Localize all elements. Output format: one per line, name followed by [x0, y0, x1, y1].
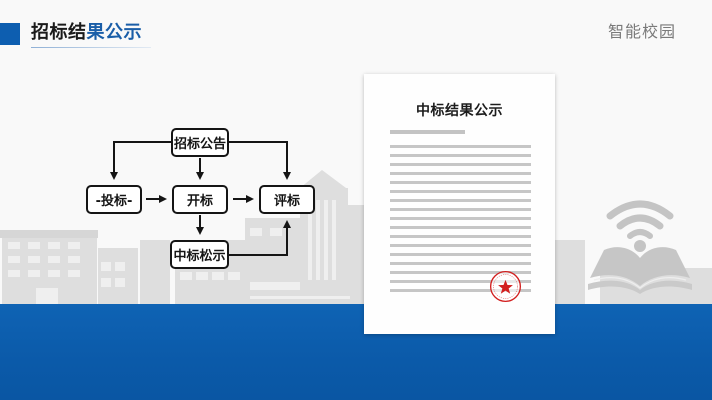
brand-label: 智能校园 [607, 22, 676, 41]
wifi-book-icon [588, 200, 692, 294]
document-text-line [390, 244, 531, 247]
red-star-seal-icon [489, 270, 522, 303]
document-text-line [390, 163, 531, 166]
document-title: 中标结果公示 [416, 103, 503, 119]
flow-node-bid: -投标- [86, 185, 142, 214]
result-announcement-document: 中标结果公示 [364, 74, 555, 334]
document-text-line [390, 145, 531, 148]
flow-node-award: 中标松示 [170, 240, 229, 269]
title-underline [31, 47, 151, 48]
flow-node-evaluate: 评标 [259, 185, 315, 214]
document-text-line [390, 154, 531, 157]
document-text-line [390, 253, 531, 256]
document-subtitle-line [390, 130, 465, 134]
document-text-line [390, 181, 531, 184]
document-text-line [390, 199, 531, 202]
document-text-line [390, 217, 531, 220]
bottom-blue-band [0, 304, 712, 400]
page-title-part2: 果公示 [86, 22, 142, 43]
page-title: 招标结果公示 [31, 20, 142, 46]
document-text-line [390, 190, 531, 193]
document-text-line [390, 280, 531, 283]
page-title-part1: 招标结 [31, 22, 87, 43]
flow-node-open: 开标 [172, 185, 228, 214]
document-text-line [390, 271, 531, 274]
document-text-line [390, 208, 531, 211]
document-text-line [390, 289, 531, 292]
document-text-line [390, 235, 531, 238]
document-text-line [390, 226, 531, 229]
flow-node-announce: 招标公告 [171, 128, 229, 157]
document-text-line [390, 262, 531, 265]
title-marker-block [0, 23, 20, 45]
document-text-line [390, 172, 531, 175]
